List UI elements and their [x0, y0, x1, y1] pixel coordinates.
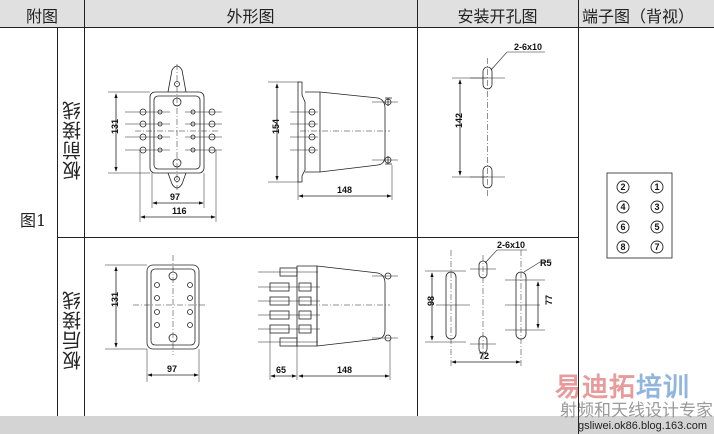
dim-rear-width: 97 — [167, 364, 177, 374]
dim-hole-spacing: 142 — [454, 113, 464, 128]
divider — [578, 380, 579, 434]
table-header — [0, 0, 714, 28]
dim-rear-depth: 65 — [276, 365, 286, 375]
watermark-url: gsliwei.ok86.blog.163.com — [578, 420, 708, 432]
watermark-logo: 易迪拓培训 — [555, 373, 691, 403]
dim-side-depth: 148 — [337, 185, 352, 195]
dim-front-outer-width: 116 — [172, 206, 187, 216]
dim-hole-spec: 2-6x10 — [514, 42, 542, 52]
header-appendix: 附图 — [25, 7, 58, 26]
dim-side-height: 154 — [271, 119, 281, 134]
dim-front-height: 131 — [110, 119, 120, 134]
dim-rear-side-depth: 148 — [337, 365, 352, 375]
divider — [57, 27, 58, 416]
dim-rear-height: 131 — [110, 292, 120, 307]
rear-front-view-outline — [105, 255, 207, 382]
side-view-outline — [268, 81, 398, 200]
divider — [84, 0, 85, 416]
watermark-slogan: 射频和天线设计专家 — [560, 401, 713, 421]
mounting-holes-rear — [425, 249, 552, 368]
terminal-3: 3 — [654, 202, 659, 212]
divider — [417, 0, 418, 416]
terminal-7: 7 — [654, 242, 659, 252]
header-outline: 外形图 — [226, 7, 275, 26]
rear-side-view-outline — [258, 265, 398, 380]
dim-rear-slot-spacing-v: 77 — [544, 295, 554, 305]
terminal-5: 5 — [654, 222, 659, 232]
header-terminal: 端子图（背视） — [582, 7, 695, 26]
divider — [578, 0, 579, 416]
header-mounting: 安装开孔图 — [457, 7, 538, 26]
figure-label: 图1 — [20, 211, 47, 230]
dim-rear-slot-spacing-h: 72 — [479, 351, 489, 361]
front-view-outline — [108, 64, 222, 222]
terminal-2: 2 — [620, 182, 625, 192]
terminal-6: 6 — [620, 222, 625, 232]
mounting-holes-front — [452, 51, 545, 196]
terminal-block — [606, 172, 673, 259]
bottom-bar — [0, 416, 714, 434]
terminal-1: 1 — [654, 182, 659, 192]
dim-rear-mount-height: 98 — [426, 296, 436, 306]
terminal-4: 4 — [620, 202, 625, 212]
terminal-8: 8 — [620, 242, 625, 252]
dim-front-inner-width: 97 — [170, 192, 180, 202]
dim-rear-radius: R5 — [540, 258, 552, 268]
dim-rear-hole-spec: 2-6x10 — [497, 240, 525, 250]
divider — [57, 237, 578, 238]
